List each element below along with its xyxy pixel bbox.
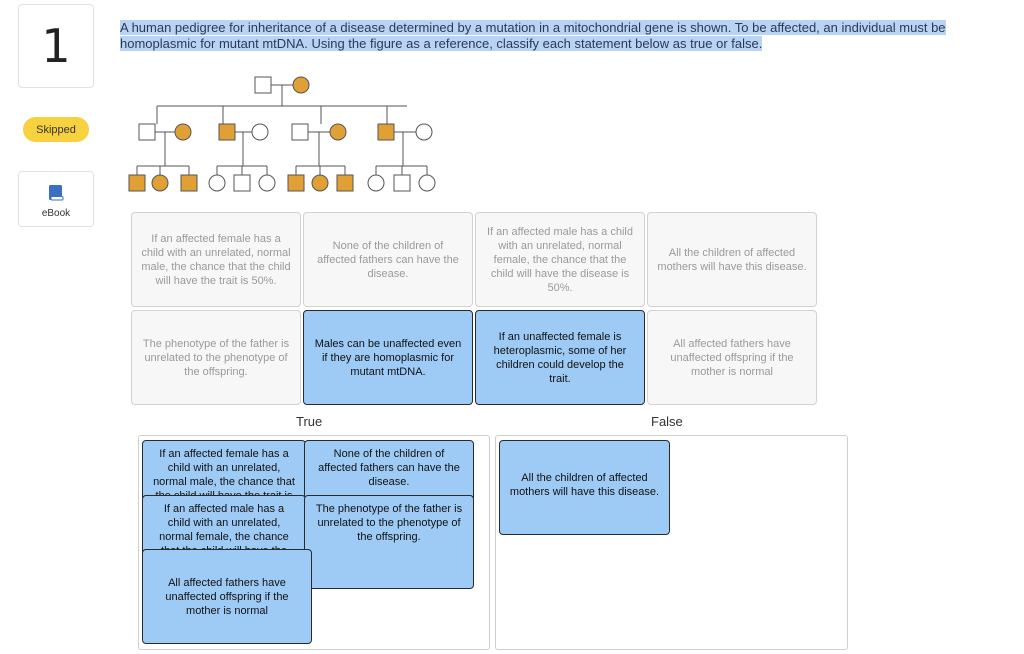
pedigree-male-affected	[336, 174, 354, 192]
pedigree-male-affected	[218, 123, 236, 141]
ebook-button[interactable]: eBook	[18, 171, 94, 227]
pedigree-figure	[128, 76, 436, 192]
pedigree-male-affected	[377, 123, 395, 141]
pedigree-female-affected	[292, 76, 310, 94]
question-text: A human pedigree for inheritance of a di…	[120, 20, 946, 51]
pedigree-female	[208, 174, 226, 192]
pedigree-female	[415, 123, 433, 141]
statement-card-placeholder: If an affected female has a child with a…	[131, 212, 301, 307]
statement-card-placeholder: If an affected male has a child with an …	[475, 212, 645, 307]
ebook-label: eBook	[41, 208, 71, 219]
question-number: 1	[18, 4, 94, 88]
pedigree-female-affected	[329, 123, 347, 141]
pedigree-female-affected	[311, 174, 329, 192]
false-zone-label: False	[651, 414, 683, 429]
statement-card[interactable]: If an unaffected female is heteroplasmic…	[475, 310, 645, 405]
pedigree-female-affected	[151, 174, 169, 192]
pedigree-female	[418, 174, 436, 192]
status-badge: Skipped	[23, 117, 89, 142]
pedigree-male	[138, 123, 156, 141]
true-zone-card[interactable]: All affected fathers have unaffected off…	[142, 549, 312, 644]
statement-card-placeholder: All affected fathers have unaffected off…	[647, 310, 817, 405]
pedigree-male-affected	[180, 174, 198, 192]
question-prompt: A human pedigree for inheritance of a di…	[120, 20, 990, 52]
true-zone-card[interactable]: If an affected female has a child with a…	[142, 440, 306, 502]
true-zone-card[interactable]: The phenotype of the father is unrelated…	[304, 495, 474, 589]
pedigree-male	[393, 174, 411, 192]
pedigree-female	[367, 174, 385, 192]
pedigree-female	[251, 123, 269, 141]
pedigree-male	[254, 76, 272, 94]
pedigree-male	[291, 123, 309, 141]
pedigree-male	[233, 174, 251, 192]
true-zone-label: True	[296, 414, 323, 429]
pedigree-female	[258, 174, 276, 192]
false-zone-card[interactable]: All the children of affected mothers wil…	[499, 440, 670, 535]
statement-card[interactable]: Males can be unaffected even if they are…	[303, 310, 473, 405]
statement-card-placeholder: All the children of affected mothers wil…	[647, 212, 817, 307]
statement-card-placeholder: The phenotype of the father is unrelated…	[131, 310, 301, 405]
pedigree-male-affected	[128, 174, 146, 192]
pedigree-female-affected	[174, 123, 192, 141]
true-zone-card[interactable]: If an affected male has a child with an …	[142, 495, 306, 557]
pedigree-male-affected	[287, 174, 305, 192]
statement-card-placeholder: None of the children of affected fathers…	[303, 212, 473, 307]
true-zone-card[interactable]: None of the children of affected fathers…	[304, 440, 474, 502]
book-icon	[49, 185, 64, 201]
